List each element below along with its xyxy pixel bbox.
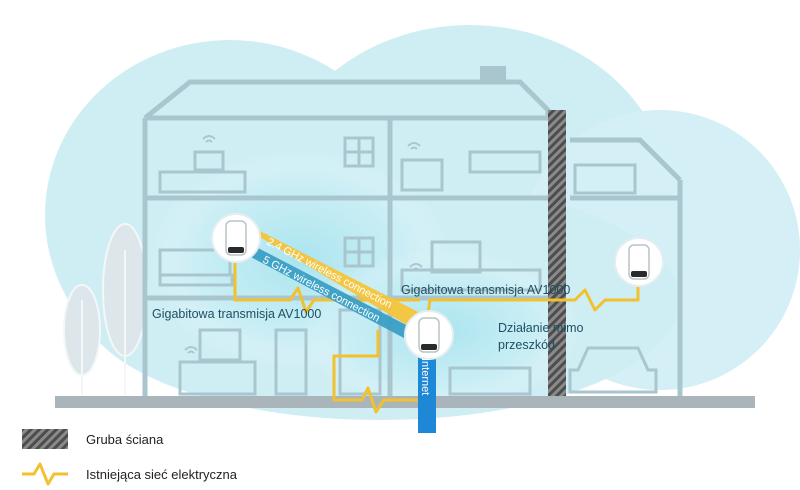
gigabit-label-right: Gigabitowa transmisja AV1000 xyxy=(401,283,571,297)
ground xyxy=(55,396,755,408)
furniture xyxy=(158,136,658,396)
power-line-icon xyxy=(233,255,640,414)
legend-thick-wall: Gruba ściana xyxy=(22,430,163,448)
internet-cable xyxy=(418,345,436,433)
mesh-unit-icon[interactable] xyxy=(404,310,454,360)
obstacle-label-line2: przeszkód xyxy=(498,338,555,352)
internet-label: Internet xyxy=(419,358,431,395)
thick-wall xyxy=(548,110,566,408)
mesh-unit-icon[interactable] xyxy=(614,237,664,287)
gigabit-label-left: Gigabitowa transmisja AV1000 xyxy=(152,307,322,321)
mesh-unit-icon[interactable] xyxy=(211,213,261,263)
power-line-icon xyxy=(22,462,68,486)
thick-wall-icon xyxy=(22,429,68,449)
obstacle-label-line1: Działanie mimo xyxy=(498,321,584,335)
legend-power-line-label: Istniejąca sieć elektryczna xyxy=(86,466,238,482)
trees xyxy=(63,223,148,395)
legend-thick-wall-label: Gruba ściana xyxy=(86,431,164,447)
legend-power-line: Istniejąca sieć elektryczna xyxy=(22,465,237,483)
wifi-icon xyxy=(184,135,423,354)
wireless-bands xyxy=(245,230,430,338)
